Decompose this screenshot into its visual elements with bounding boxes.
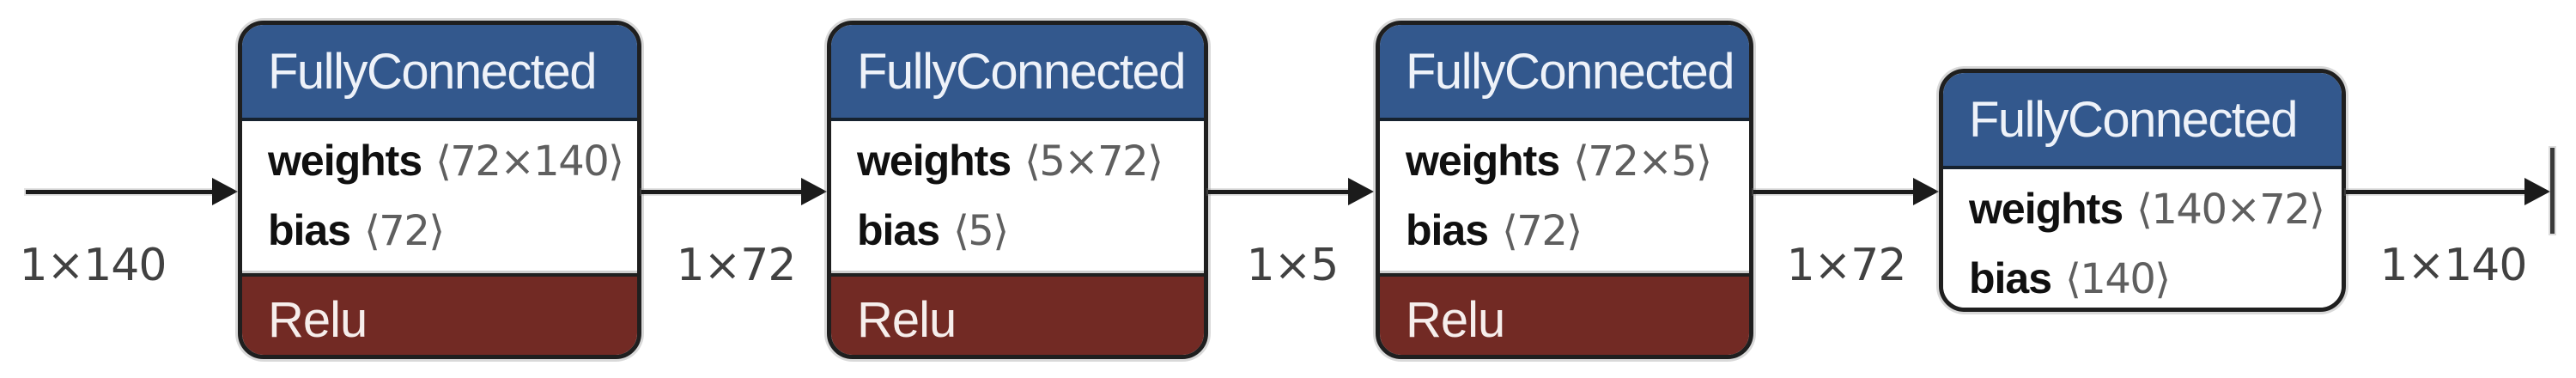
param-name: weights [1969,185,2123,233]
activation-bar: Relu [242,273,637,355]
node-title: FullyConnected [1969,91,2299,148]
param-weights: weights ⟨140×72⟩ [1969,180,2325,249]
output-arrow [2346,190,2528,194]
param-name: bias [1969,254,2052,302]
param-weights: weights⟨5×72⟩ [857,131,1182,201]
param-dims: ⟨5⟩ [953,207,1009,255]
node-title-bar: FullyConnected [242,25,637,121]
node-params: weights ⟨72×5⟩ bias ⟨72⟩ [1380,121,1749,273]
edge-label-input: 1×140 [19,240,167,291]
edge-arrow [1208,190,1351,194]
node-params: weights ⟨140×72⟩ bias ⟨140⟩ [1943,169,2342,308]
arrowhead-icon [1913,178,1939,205]
node-title: FullyConnected [268,43,598,100]
node-title-bar: FullyConnected [831,25,1204,121]
arrowhead-icon [801,178,827,205]
param-dims: ⟨72⟩ [1502,207,1583,255]
activation-bar: Relu [1380,273,1749,355]
param-weights: weights ⟨72×5⟩ [1406,131,1727,201]
param-dims: ⟨140⟩ [2065,255,2171,303]
activation-label: Relu [1406,291,1505,348]
param-dims: ⟨5×72⟩ [1024,137,1163,186]
param-name: weights [857,137,1012,185]
fullyconnected-node-2[interactable]: FullyConnected weights⟨5×72⟩ bias ⟨5⟩ Rel… [827,21,1208,359]
arrowhead-icon [2524,178,2550,205]
output-terminal-tick [2550,148,2555,234]
fullyconnected-node-1[interactable]: FullyConnected weights⟨72×140⟩ bias⟨72⟩ … [238,21,641,359]
param-name: bias [268,206,351,254]
param-dims: ⟨72×5⟩ [1573,137,1712,186]
param-bias: bias ⟨72⟩ [1406,201,1727,271]
fullyconnected-node-4[interactable]: FullyConnected weights ⟨140×72⟩ bias ⟨140⟩ [1939,69,2346,312]
arrowhead-icon [1348,178,1374,205]
edge-label: 1×72 [676,240,797,291]
param-name: bias [1406,206,1489,254]
node-params: weights ⟨72×140⟩ bias ⟨72⟩ [242,121,637,273]
edge-label-output: 1×140 [2379,240,2528,291]
fullyconnected-node-3[interactable]: FullyConnected weights ⟨72×5⟩ bias ⟨72⟩ Re… [1376,21,1753,359]
param-bias: bias ⟨72⟩ [268,201,615,271]
node-params: weights⟨5×72⟩ bias ⟨5⟩ [831,121,1204,273]
node-title-bar: FullyConnected [1380,25,1749,121]
param-dims: ⟨140×72⟩ [2136,186,2325,234]
activation-label: Relu [268,291,368,348]
param-name: bias [857,206,940,254]
node-title: FullyConnected [1406,43,1735,100]
param-dims: ⟨72×140⟩ [435,137,624,186]
node-title-bar: FullyConnected [1943,73,2342,169]
activation-bar: Relu [831,273,1204,355]
input-arrow [26,190,223,194]
activation-label: Relu [857,291,957,348]
edge-label: 1×5 [1246,240,1340,291]
edge-arrow [1753,190,1917,194]
param-bias: bias ⟨140⟩ [1969,249,2319,308]
param-name: weights [1406,137,1560,185]
node-title: FullyConnected [857,43,1187,100]
param-bias: bias ⟨5⟩ [857,201,1182,271]
param-weights: weights ⟨72×140⟩ [268,131,624,201]
edge-arrow [641,190,805,194]
edge-label: 1×72 [1786,240,1907,291]
arrowhead-icon [212,178,238,205]
param-name: weights [268,137,422,185]
param-dims: ⟨72⟩ [364,207,445,255]
